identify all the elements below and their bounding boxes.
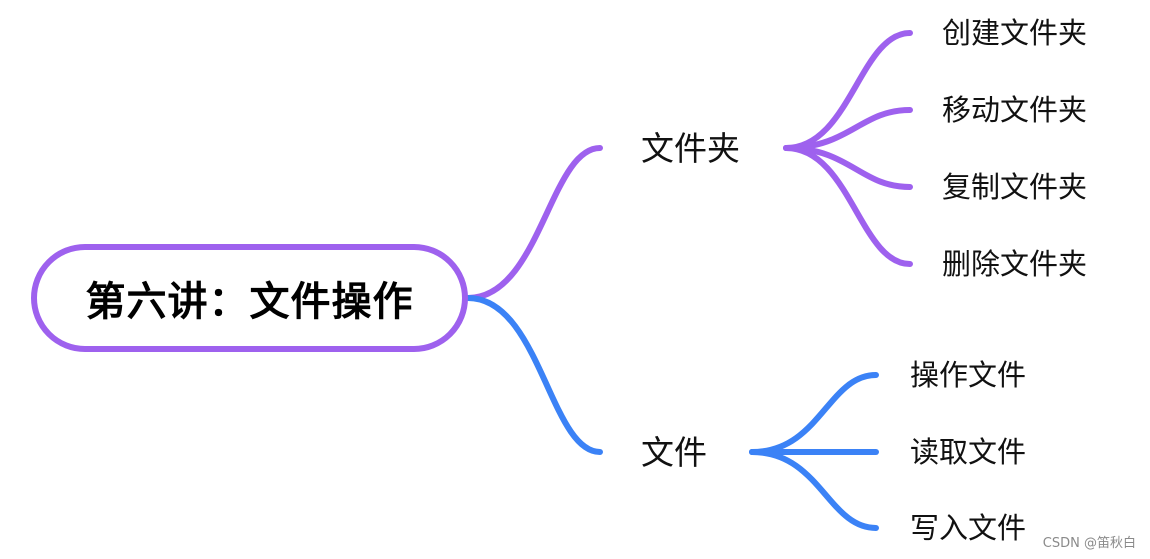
connector-folder-to-create — [783, 30, 913, 151]
topic-write-file[interactable]: 写入文件 — [910, 511, 1027, 545]
connector-root-to-folder — [465, 145, 603, 301]
branch-folder-label[interactable]: 文件夹 — [641, 129, 740, 168]
topic-copy-folder[interactable]: 复制文件夹 — [942, 170, 1088, 204]
connector-file-to-write — [749, 449, 879, 531]
topic-operate-file[interactable]: 操作文件 — [910, 358, 1027, 392]
connector-folder-to-delete — [783, 145, 913, 267]
branch-file-label[interactable]: 文件 — [641, 433, 707, 472]
connector-root-to-file — [465, 295, 603, 455]
watermark-text: CSDN @笛秋白 — [1042, 536, 1136, 551]
topic-move-folder[interactable]: 移动文件夹 — [942, 93, 1088, 127]
topic-read-file[interactable]: 读取文件 — [910, 435, 1027, 469]
root-topic-label: 第六讲：文件操作 — [85, 279, 414, 325]
topic-create-folder[interactable]: 创建文件夹 — [942, 16, 1088, 50]
topic-delete-folder[interactable]: 删除文件夹 — [942, 247, 1088, 281]
root-topic[interactable]: 第六讲：文件操作 — [31, 244, 468, 352]
connector-file-to-operate — [749, 372, 879, 455]
